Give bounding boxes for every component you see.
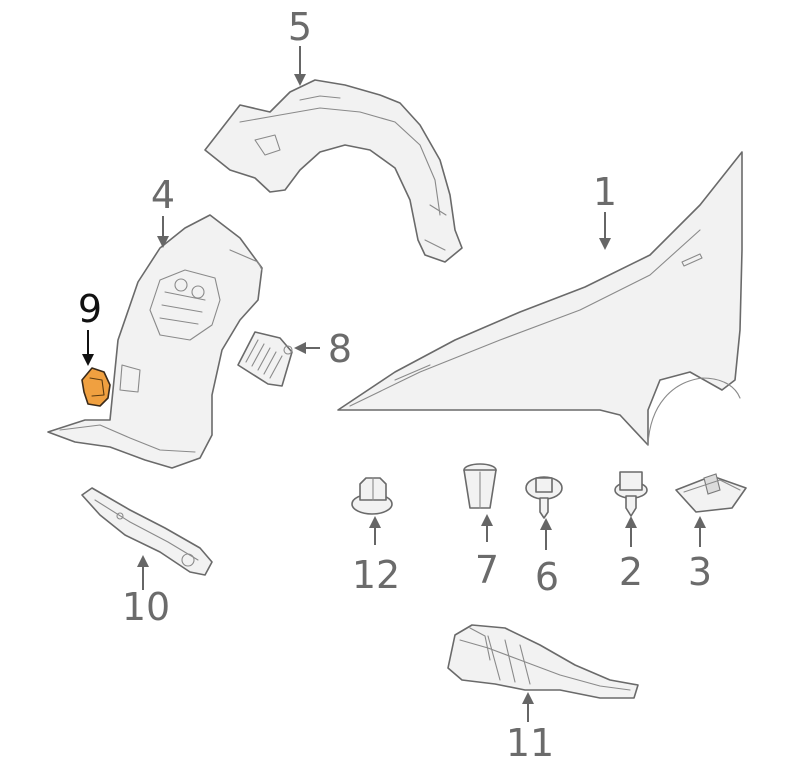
part-1-fender[interactable] — [337, 151, 743, 446]
part-10-trim-strip[interactable] — [81, 487, 213, 576]
part-6-screw[interactable] — [525, 476, 563, 519]
leader-2 — [625, 516, 637, 547]
part-9-bracket-highlighted[interactable] — [81, 367, 111, 407]
callout-5[interactable]: 5 — [288, 5, 312, 49]
leader-3 — [694, 516, 706, 547]
part-3-clip-nut[interactable] — [675, 473, 747, 513]
part-8-clip-panel[interactable] — [237, 331, 293, 387]
callout-9[interactable]: 9 — [78, 287, 102, 331]
callout-4[interactable]: 4 — [151, 173, 175, 217]
callout-2[interactable]: 2 — [619, 550, 643, 594]
leader-1 — [599, 212, 611, 250]
part-11-splash-shield[interactable] — [447, 624, 639, 699]
part-4-fender-liner[interactable] — [47, 214, 263, 469]
callout-8[interactable]: 8 — [328, 327, 352, 371]
callout-6[interactable]: 6 — [535, 555, 559, 599]
leader-6 — [540, 518, 552, 550]
callout-11[interactable]: 11 — [506, 721, 554, 765]
callout-3[interactable]: 3 — [688, 550, 712, 594]
leader-12 — [369, 516, 381, 545]
leader-8 — [294, 342, 320, 354]
part-5-wheel-arch-liner[interactable] — [204, 79, 463, 263]
callout-7[interactable]: 7 — [475, 548, 499, 592]
callout-10[interactable]: 10 — [122, 585, 170, 629]
callout-1[interactable]: 1 — [593, 170, 617, 214]
leader-7 — [481, 514, 493, 542]
leader-11 — [522, 692, 534, 722]
part-12-flange-nut[interactable] — [351, 477, 393, 515]
leader-4 — [157, 216, 169, 248]
leader-9 — [82, 330, 94, 366]
part-2-bolt[interactable] — [614, 471, 648, 517]
callout-12[interactable]: 12 — [352, 553, 400, 597]
part-7-expansion-clip[interactable] — [463, 463, 497, 509]
leader-10 — [137, 555, 149, 590]
leader-5 — [294, 46, 306, 86]
